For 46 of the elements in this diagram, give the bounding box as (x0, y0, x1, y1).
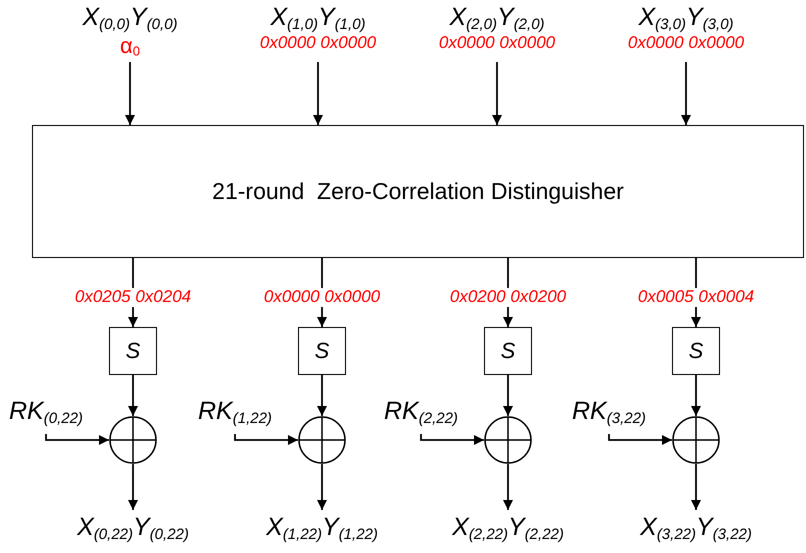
output-label: X$_{(3,22)}$Y$_{(3,22)}$ (640, 514, 752, 544)
arrow (681, 62, 691, 125)
arrow (317, 375, 327, 416)
box-title: 21-round Zero-Correlation Distinguisher (212, 178, 624, 205)
mask-value: 0x0000 0x0000 (438, 33, 556, 54)
sbox (484, 327, 532, 375)
sbox (109, 327, 157, 375)
arrow (234, 434, 298, 445)
arrow (128, 464, 138, 510)
input-label: X$_{(2,0)}$Y$_{(2,0)}$ (449, 4, 545, 34)
output-label: X$_{(0,22)}$Y$_{(0,22)}$ (77, 514, 189, 544)
arrow (317, 464, 327, 510)
sbox-label: S (500, 338, 516, 364)
arrow (125, 62, 135, 125)
edge-label: 0x0200 0x0200 (448, 288, 568, 307)
sbox-label: S (314, 338, 330, 364)
arrow (691, 464, 701, 510)
arrow (45, 434, 109, 445)
edge-label: 0x0005 0x0004 (636, 288, 756, 307)
arrow (691, 375, 701, 416)
round-key-label: RK$_{(3,22)}$ (572, 398, 646, 428)
process-box (32, 125, 804, 258)
arrow (128, 375, 138, 416)
edge-label: 0x0205 0x0204 (74, 288, 192, 307)
sbox-label: S (688, 338, 704, 364)
arrow (313, 62, 323, 125)
sbox (298, 327, 346, 375)
output-label: X$_{(1,22)}$Y$_{(1,22)}$ (266, 514, 378, 544)
arrow (608, 434, 672, 445)
mask-value: α$_{0}$ (120, 33, 140, 60)
input-label: X$_{(1,0)}$Y$_{(1,0)}$ (270, 4, 366, 34)
arrow (503, 464, 513, 510)
round-key-label: RK$_{(0,22)}$ (9, 398, 83, 428)
mask-value: 0x0000 0x0000 (628, 33, 744, 54)
input-label: X$_{(3,0)}$Y$_{(3,0)}$ (638, 4, 734, 34)
input-label: X$_{(0,0)}$Y$_{(0,0)}$ (82, 4, 178, 34)
sbox (672, 327, 720, 375)
arrow (492, 62, 502, 125)
sbox-label: S (126, 338, 140, 364)
output-label: X$_{(2,22)}$Y$_{(2,22)}$ (452, 514, 564, 544)
arrow (420, 434, 484, 445)
mask-value: 0x0000 0x0000 (260, 33, 376, 54)
round-key-label: RK$_{(1,22)}$ (198, 398, 272, 428)
arrow (503, 375, 513, 416)
edge-label: 0x0000 0x0000 (262, 288, 382, 307)
round-key-label: RK$_{(2,22)}$ (384, 398, 458, 428)
